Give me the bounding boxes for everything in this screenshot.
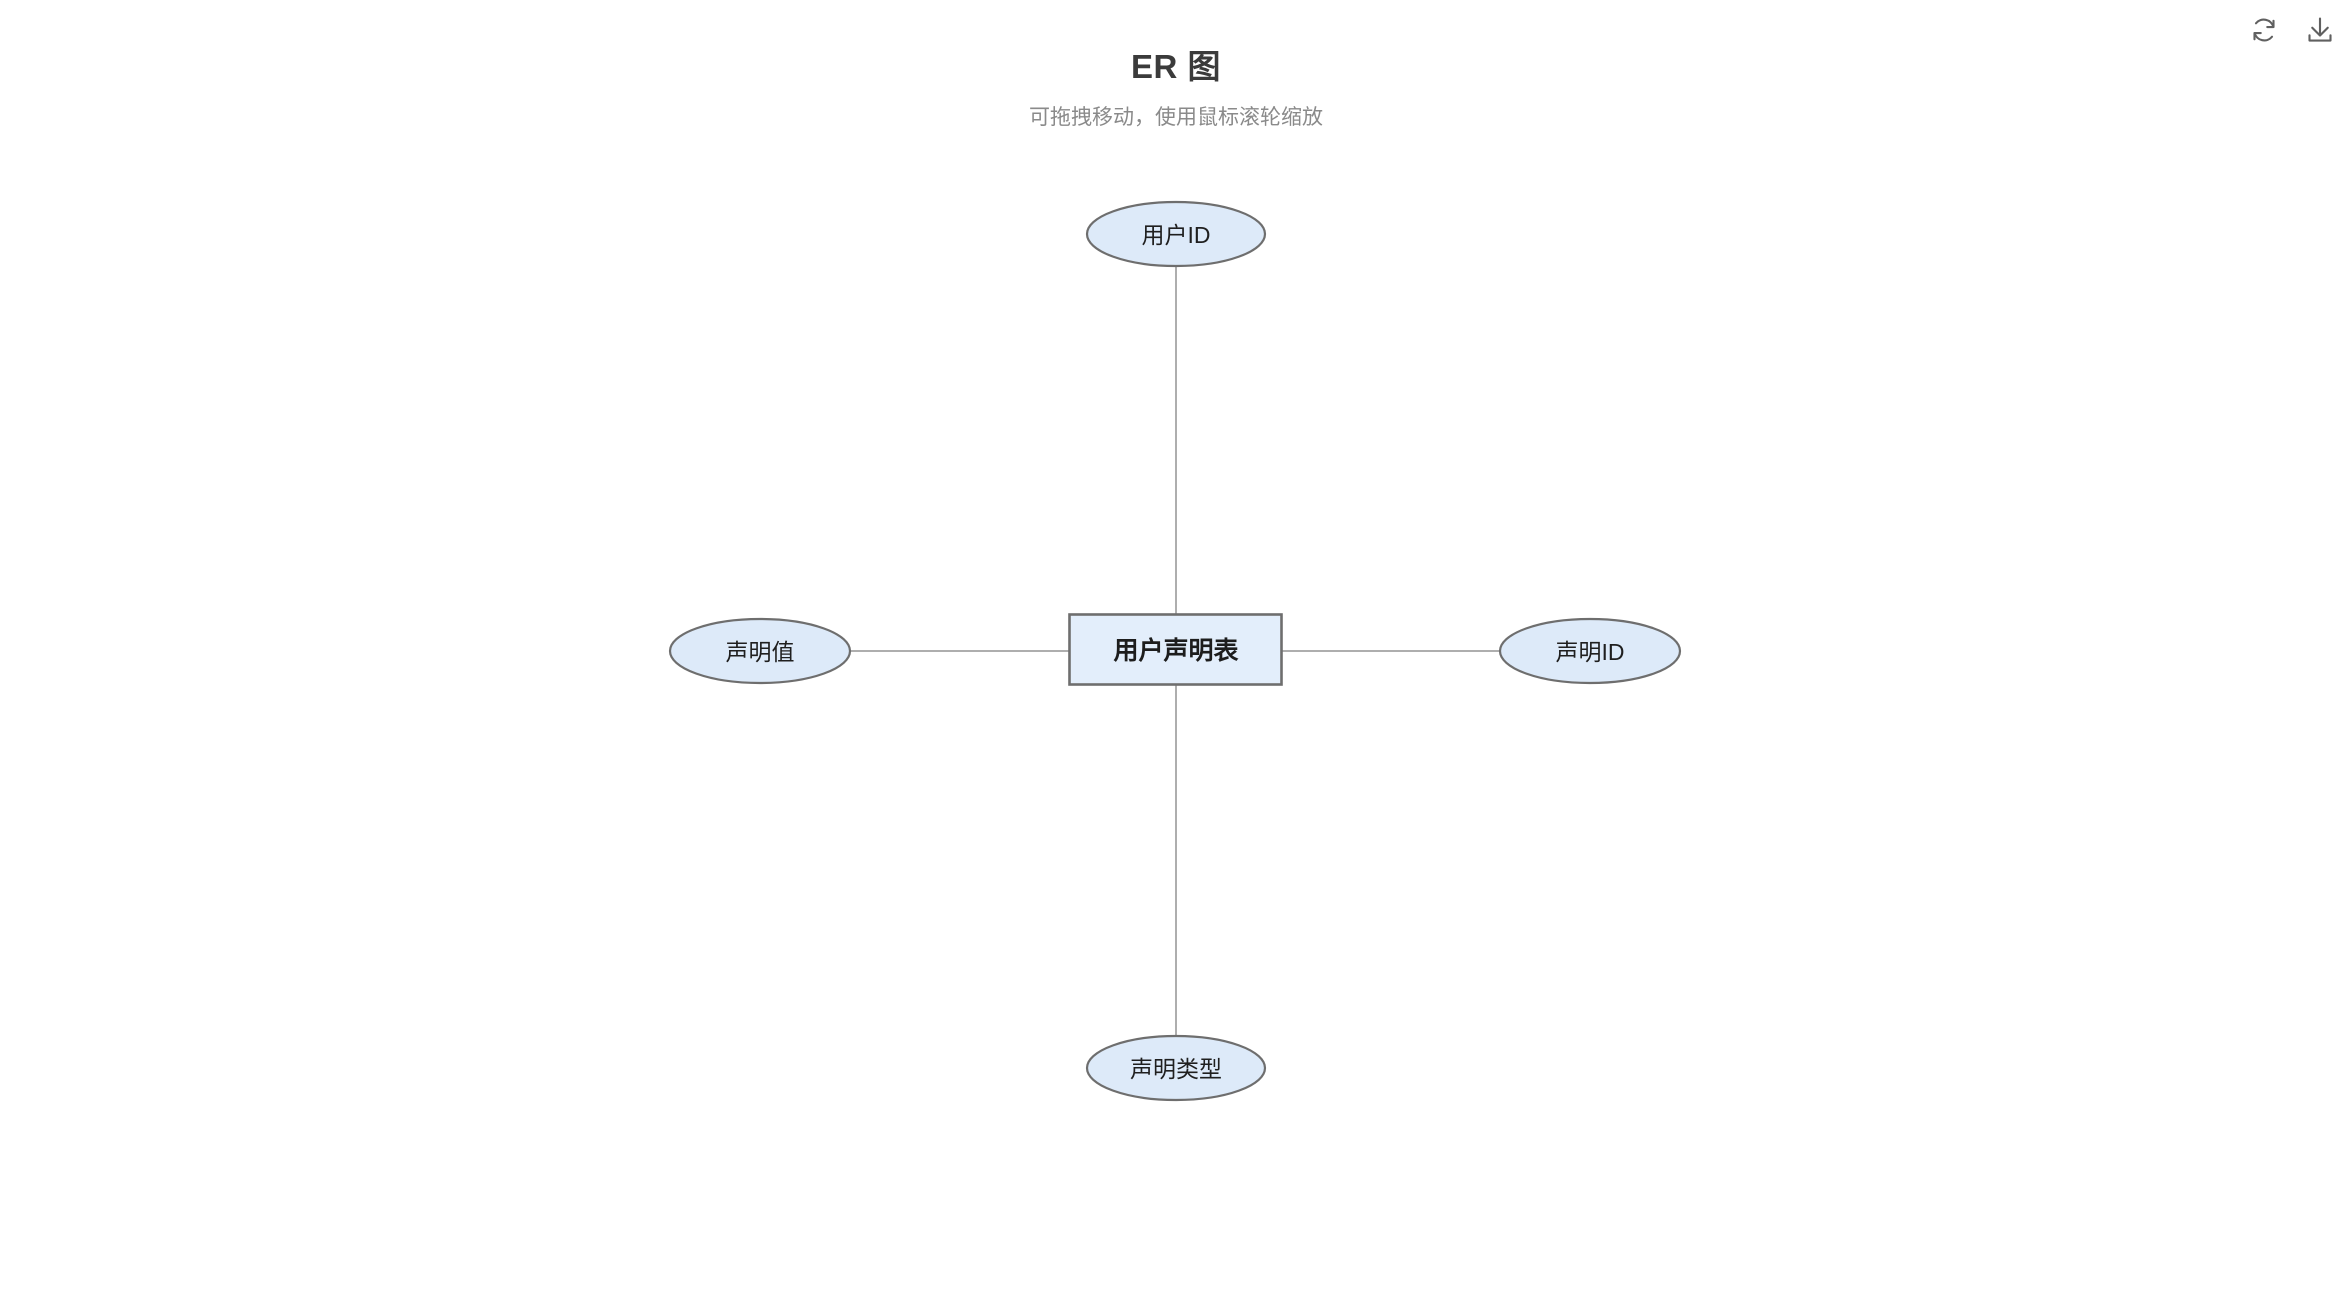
attribute-ellipse-claim-value[interactable] xyxy=(668,617,852,685)
attribute-node-user-id[interactable]: 用户ID xyxy=(1085,200,1267,268)
attribute-ellipse-claim-type[interactable] xyxy=(1085,1034,1267,1102)
attribute-label-claim-id: 声明ID xyxy=(1556,639,1625,665)
entity-node-user-claims-table[interactable]: 用户声明表 xyxy=(1068,613,1283,686)
download-button[interactable] xyxy=(2300,10,2340,50)
entity-label-user-claims-table: 用户声明表 xyxy=(1113,636,1239,665)
entity-rect-user-claims-table[interactable] xyxy=(1068,613,1283,686)
attribute-node-claim-type[interactable]: 声明类型 xyxy=(1085,1034,1267,1102)
refresh-icon xyxy=(2249,15,2279,45)
attribute-label-claim-type: 声明类型 xyxy=(1130,1056,1222,1082)
reset-view-button[interactable] xyxy=(2244,10,2284,50)
attribute-ellipse-user-id[interactable] xyxy=(1085,200,1267,268)
download-icon xyxy=(2305,15,2335,45)
attribute-ellipse-claim-id[interactable] xyxy=(1498,617,1682,685)
diagram-toolbar xyxy=(2244,10,2340,50)
attribute-node-claim-value[interactable]: 声明值 xyxy=(668,617,852,685)
attribute-label-user-id: 用户ID xyxy=(1142,222,1211,248)
attribute-label-claim-value: 声明值 xyxy=(726,639,795,665)
edge-group xyxy=(850,266,1500,1036)
attribute-node-claim-id[interactable]: 声明ID xyxy=(1498,617,1682,685)
